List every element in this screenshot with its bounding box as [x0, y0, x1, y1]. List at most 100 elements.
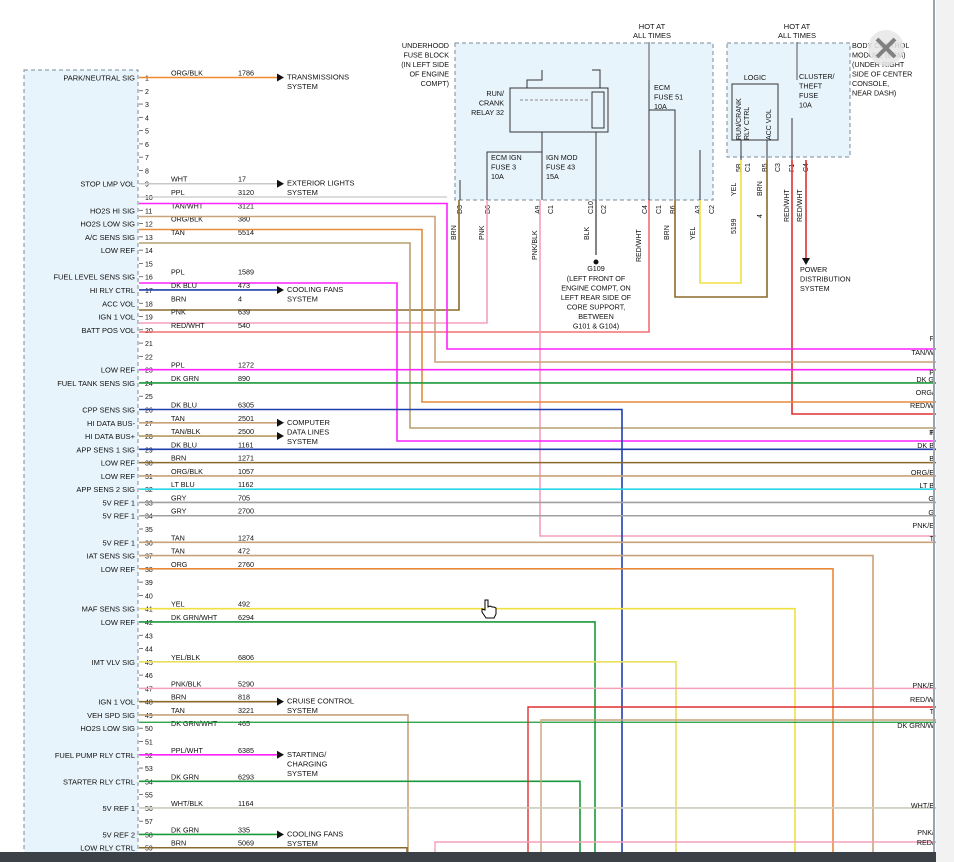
pin-label-50: HO2S LOW SIG — [80, 724, 135, 733]
wire-yel-bcm — [699, 160, 742, 284]
right-edge-label: RED/ — [917, 838, 934, 847]
power-distribution-label: SYSTEM — [800, 284, 830, 293]
pin-number: 12 — [145, 222, 153, 229]
pin-number: 50 — [145, 726, 153, 733]
pin-number: 23 — [145, 368, 153, 375]
pin-label-48: IGN 1 VOL — [98, 698, 135, 707]
vertical-wire-label: RED/WHT — [797, 189, 804, 222]
power-distribution-label: POWER — [800, 265, 827, 274]
pin-number: 39 — [145, 580, 153, 587]
bcm-connector-label: C1 — [745, 163, 752, 172]
pin-label-9: STOP LMP VOL — [80, 180, 135, 189]
arrow-head — [277, 179, 284, 188]
wire-acc — [139, 200, 460, 311]
pin-number: 21 — [145, 341, 153, 348]
pin-label-30: LOW REF — [101, 459, 136, 468]
ign-mod-fuse-label: IGN MOD — [546, 153, 578, 162]
pin-label-41: MAF SENS SIG — [82, 605, 136, 614]
ecm-fuse-label: 10A — [654, 102, 667, 111]
vertical-scrollbar[interactable] — [936, 0, 954, 862]
close-button[interactable] — [866, 28, 906, 68]
right-edge-label: T — [930, 428, 935, 437]
pin-label-17: HI RLY CTRL — [90, 286, 135, 295]
pin-label-31: LOW REF — [101, 472, 136, 481]
pin-number: 51 — [145, 740, 153, 747]
wiring-diagram: 1234567891011121314151617181920212223242… — [23, 22, 936, 852]
pin-number: 15 — [145, 261, 153, 268]
vertical-wire-label: BRN — [664, 225, 671, 240]
pin-number: 30 — [145, 461, 153, 468]
bcm-title: (UNDER RIGHT — [852, 60, 905, 69]
arrow-head — [277, 697, 284, 706]
pin-label-13: A/C SENS SIG — [85, 233, 135, 242]
connector-label: C1 — [656, 205, 663, 214]
connector-label: C1 — [548, 205, 555, 214]
wire-ign1 — [139, 200, 488, 324]
pin-number: 33 — [145, 500, 153, 507]
bcm-cluster-fuse-label: THEFT — [799, 82, 823, 91]
right-edge-label: P — [929, 368, 934, 377]
run-crank-relay — [509, 87, 609, 133]
pin-number: 10 — [145, 195, 153, 202]
wire-batt-pos — [139, 200, 650, 333]
system-label: SYSTEM — [287, 769, 318, 778]
pin-label-33: 5V REF 1 — [102, 498, 135, 507]
pin-number: 28 — [145, 434, 153, 441]
circuit-11: 3121 — [238, 201, 254, 210]
wire-41 — [139, 607, 796, 852]
hot-at-all-times-underhood: HOT AT — [639, 22, 666, 31]
system-label: SYSTEM — [287, 706, 318, 715]
bcm-title: SIDE OF CENTER — [852, 70, 912, 79]
wire-color-18: BRN — [171, 294, 186, 303]
bcm-title: CONSOLE, — [852, 79, 889, 88]
connector-label: D6 — [485, 205, 492, 214]
vertical-wire-label: PNK — [479, 225, 486, 240]
pin-number: 17 — [145, 288, 153, 295]
ground-desc: LEFT REAR SIDE OF — [561, 293, 632, 302]
circuit-20: 540 — [238, 321, 250, 330]
wire-color-31: ORG/BLK — [171, 467, 203, 476]
wire-ho2s-hi — [139, 202, 936, 350]
internal-wire — [649, 109, 676, 200]
circuit-30: 1271 — [238, 454, 254, 463]
wire-color-41: YEL — [171, 600, 185, 609]
bcm-connector-label: 5B — [736, 163, 743, 172]
pin-label-52: FUEL PUMP RLY CTRL — [55, 751, 135, 760]
pin-label-18: ACC VOL — [102, 299, 135, 308]
bcm-connector-label: C3 — [775, 163, 782, 172]
system-label: CRUISE CONTROL — [287, 697, 354, 706]
pin-label-26: CPP SENS SIG — [82, 406, 135, 415]
system-label: COOLING FANS — [287, 285, 343, 294]
wire-color-24: DK GRN — [171, 374, 199, 383]
bcm-logic-label: LOGIC — [744, 73, 766, 82]
circuit-58: 335 — [238, 825, 250, 834]
pin-number: 49 — [145, 713, 153, 720]
wire-pnk-lower — [434, 841, 936, 852]
wire-color-30: BRN — [171, 454, 186, 463]
wire-color-29: DK BLU — [171, 440, 197, 449]
pin-label-36: 5V REF 1 — [102, 538, 135, 547]
wire-redwht — [791, 160, 936, 415]
pin-number: 16 — [145, 275, 153, 282]
connector-label: C4 — [642, 205, 649, 214]
system-label: SYSTEM — [287, 188, 318, 197]
ground-desc: CORE SUPPORT, — [567, 303, 626, 312]
right-edge-label: RED/W — [910, 695, 934, 704]
wire-color-54: DK GRN — [171, 772, 199, 781]
pin-number: 8 — [145, 168, 149, 175]
arrow-head — [277, 750, 284, 759]
bottom-toolbar[interactable] — [0, 852, 936, 862]
relay-coil — [591, 91, 605, 129]
right-edge-label: RED/W — [910, 401, 934, 410]
pin-number: 44 — [145, 647, 153, 654]
pin-number: 53 — [145, 766, 153, 773]
circuit-12: 380 — [238, 215, 250, 224]
pin-number: 32 — [145, 487, 153, 494]
pin-number: 41 — [145, 607, 153, 614]
circuit-54: 6293 — [238, 772, 254, 781]
underhood-title: FUSE BLOCK — [403, 51, 449, 60]
pin-label-20: BATT POS VOL — [82, 326, 136, 335]
arrow-head — [277, 830, 284, 839]
wire-color-47: PNK/BLK — [171, 679, 202, 688]
pin-label-49: VEH SPD SIG — [87, 711, 135, 720]
